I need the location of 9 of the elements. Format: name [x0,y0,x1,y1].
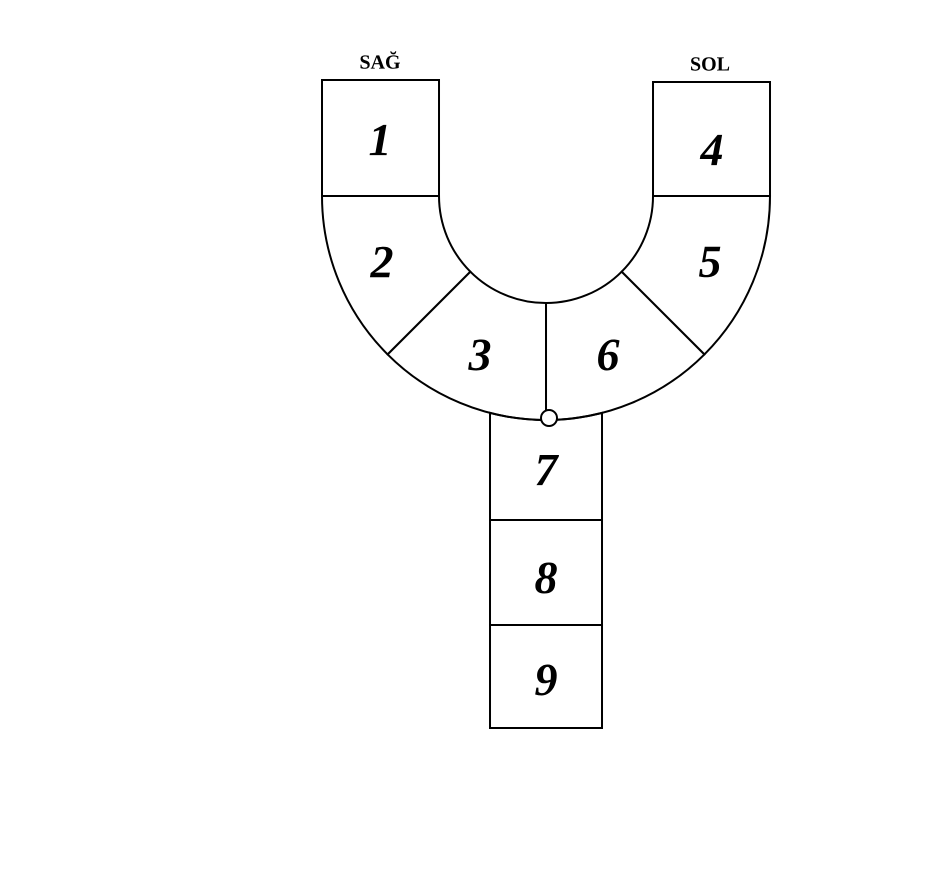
maze-section: 8 [489,519,603,626]
arm-label: SAĞ [360,51,400,69]
arm-label: SOL [691,57,730,71]
maze-section: 1 [321,79,440,197]
maze-section: 4 [652,81,771,197]
maze-section: 7 [489,412,604,521]
maze-section: 2 [321,195,472,356]
maze-section: 9 [489,624,603,729]
maze-section: 5 [620,195,771,356]
